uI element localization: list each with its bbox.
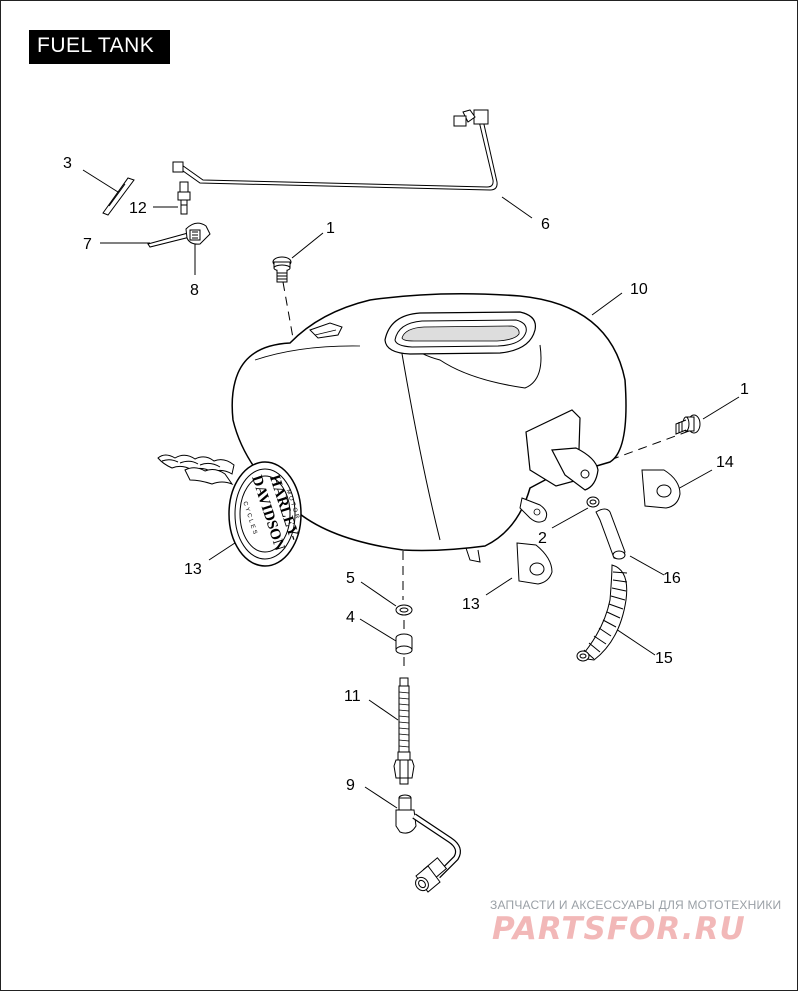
callout-16: 16 [663,570,681,587]
o-ring-part-5 [395,604,413,616]
callout-13-emblem: 13 [184,561,202,578]
fuel-valve-part-11 [393,677,415,785]
callout-6: 6 [541,216,550,233]
vent-valve-part-12 [177,181,191,215]
title-box: FUEL TANK [29,30,170,64]
callout-2: 2 [538,530,547,547]
hose-part-16 [595,508,626,560]
callout-13-plate: 13 [462,596,480,613]
plate-part-14 [641,469,681,509]
nut-part-4 [395,633,413,655]
fuel-tank-part-10 [231,293,627,563]
callout-3: 3 [63,155,72,172]
convoluted-hose-part-15 [576,564,628,662]
callout-9: 9 [346,777,355,794]
screw-part-1-top [272,256,292,283]
fuel-line-part-9 [395,794,461,893]
washer-part-2 [586,496,600,508]
cable-strap-part-3 [102,177,135,216]
callout-7: 7 [83,236,92,253]
callout-15: 15 [655,650,673,667]
strap-part-7 [147,232,191,248]
callout-labels: 3 12 7 8 6 1 10 1 14 2 16 13 13 5 4 15 1… [63,155,749,794]
screw-part-1-rear [675,414,701,435]
callout-4: 4 [346,609,355,626]
page-title: FUEL TANK [37,34,155,57]
callout-11: 11 [344,688,361,705]
watermark-logo: PARTSFOR.RU [492,911,746,947]
callout-14: 14 [716,454,734,471]
callout-8: 8 [190,282,199,299]
plate-part-13-right [516,542,553,585]
vent-tube-part-6 [172,109,498,191]
watermark-tagline: ЗАПЧАСТИ И АКСЕССУАРЫ ДЛЯ МОТОТЕХНИКИ [490,898,782,912]
callout-1a: 1 [326,220,335,237]
clip-part-8 [185,222,211,245]
callout-1b: 1 [740,381,749,398]
emblem-part-13: HARLEY- DAVIDSON MOTOR CYCLES [157,454,302,567]
callout-5: 5 [346,570,355,587]
callout-10: 10 [630,281,648,298]
callout-12: 12 [129,200,147,217]
